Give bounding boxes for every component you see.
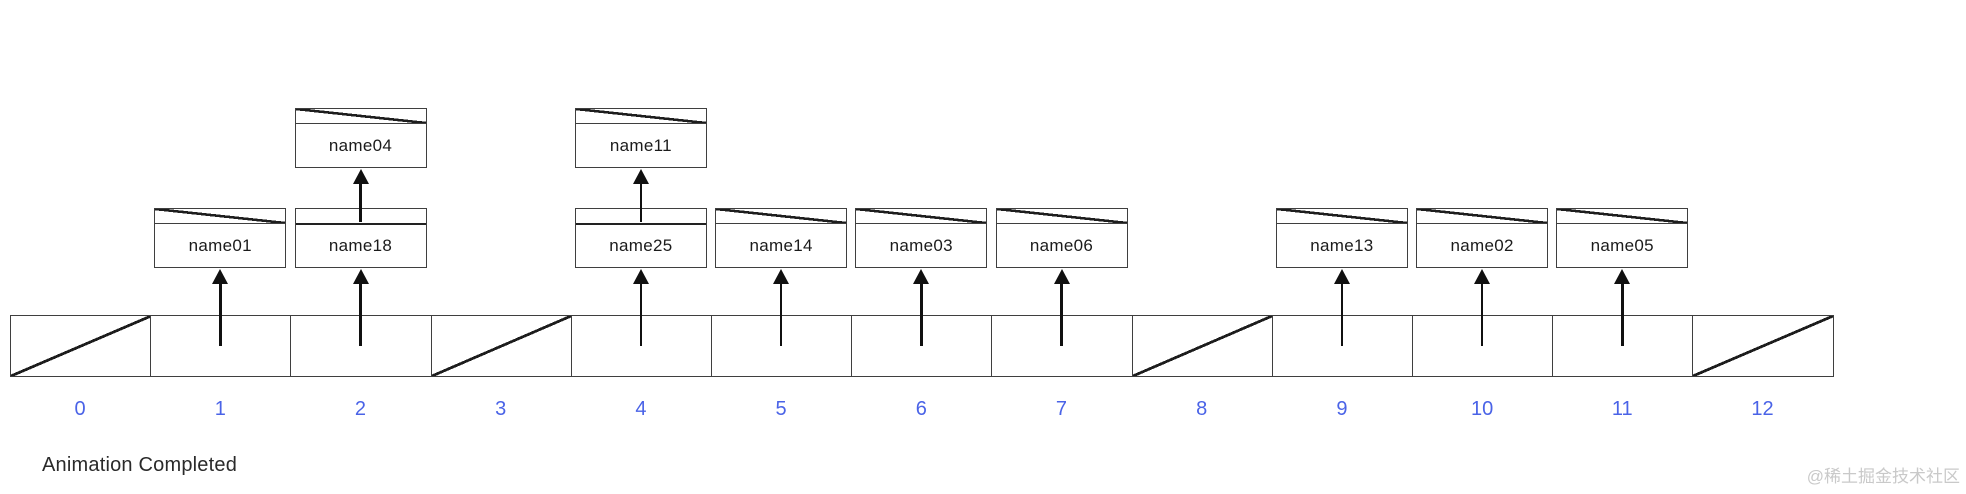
chain-node: name06 bbox=[995, 208, 1128, 268]
empty-bucket-slash bbox=[11, 316, 151, 376]
node-next-pointer-null bbox=[155, 209, 286, 224]
arrow-head-icon bbox=[352, 169, 369, 184]
arrow-head-icon bbox=[913, 269, 930, 284]
null-pointer-slash-icon bbox=[155, 209, 286, 223]
arrow-shaft bbox=[920, 284, 923, 346]
arrow-head-icon bbox=[352, 269, 369, 284]
bucket-to-node-arrow bbox=[1614, 269, 1631, 346]
node-next-pointer-null bbox=[856, 209, 987, 224]
node-key-label: name01 bbox=[188, 236, 252, 255]
null-pointer-slash-icon bbox=[716, 209, 847, 223]
chain-node: name03 bbox=[855, 208, 988, 268]
bucket-to-node-arrow bbox=[773, 269, 790, 346]
chain-node: name14 bbox=[715, 208, 848, 268]
bucket-cell-3 bbox=[430, 315, 573, 377]
bucket-index-label: 2 bbox=[354, 398, 367, 420]
node-key-label: name05 bbox=[1590, 236, 1654, 255]
chain-node: name18 bbox=[294, 208, 427, 268]
null-pointer-slash-icon bbox=[996, 209, 1127, 223]
bucket-cell-0 bbox=[10, 315, 152, 377]
chain-node: name04 bbox=[294, 108, 427, 168]
bucket-to-node-arrow bbox=[352, 269, 369, 346]
bucket-index-label: 5 bbox=[775, 398, 787, 420]
chain-node: name11 bbox=[574, 108, 707, 168]
empty-bucket-slash bbox=[431, 316, 572, 376]
arrow-shaft bbox=[219, 284, 222, 346]
arrow-head-icon bbox=[1053, 269, 1070, 284]
node-key-label: name02 bbox=[1450, 236, 1514, 255]
arrow-head-icon bbox=[1474, 269, 1491, 284]
bucket-index-label: 0 bbox=[74, 398, 86, 420]
node-key-label: name14 bbox=[749, 236, 813, 255]
node-next-pointer bbox=[295, 209, 426, 225]
node-next-pointer-null bbox=[575, 109, 706, 124]
bucket-index-label: 10 bbox=[1470, 398, 1494, 420]
null-pointer-slash-icon bbox=[1417, 209, 1548, 223]
arrow-shaft bbox=[359, 284, 362, 346]
node-next-pointer-null bbox=[1276, 209, 1407, 224]
node-next-pointer-null bbox=[1557, 209, 1688, 224]
arrow-shaft bbox=[639, 184, 643, 222]
bucket-index-label: 6 bbox=[915, 398, 927, 420]
status-text: Animation Completed bbox=[42, 454, 238, 476]
arrow-shaft bbox=[1621, 284, 1624, 346]
null-pointer-slash-icon bbox=[1557, 209, 1688, 223]
arrow-head-icon bbox=[1333, 269, 1350, 284]
node-next-pointer-null bbox=[295, 109, 426, 124]
arrow-shaft bbox=[779, 284, 783, 346]
bucket-index-label: 11 bbox=[1611, 398, 1633, 420]
null-pointer-slash-icon bbox=[1276, 209, 1407, 223]
arrow-shaft bbox=[639, 284, 643, 346]
chain-node: name02 bbox=[1416, 208, 1549, 268]
chain-node: name13 bbox=[1275, 208, 1408, 268]
bucket-index-label: 1 bbox=[214, 398, 226, 420]
arrow-shaft bbox=[1480, 284, 1484, 346]
empty-bucket-slash bbox=[1693, 316, 1834, 376]
chain-node: name01 bbox=[154, 208, 287, 268]
node-next-pointer-null bbox=[996, 209, 1127, 224]
bucket-index-label: 7 bbox=[1055, 398, 1068, 420]
chain-node: name05 bbox=[1556, 208, 1689, 268]
bucket-cell-8 bbox=[1131, 315, 1274, 377]
node-key-label: name18 bbox=[328, 236, 393, 255]
arrow-head-icon bbox=[1614, 269, 1631, 284]
node-key-label: name13 bbox=[1310, 236, 1374, 255]
bucket-to-node-arrow bbox=[212, 269, 229, 346]
node-key-label: name11 bbox=[609, 136, 672, 155]
arrow-head-icon bbox=[773, 269, 790, 284]
bucket-index-label: 8 bbox=[1196, 398, 1208, 420]
node-to-node-arrow bbox=[632, 169, 649, 222]
bucket-index-label: 12 bbox=[1751, 398, 1774, 420]
node-key-label: name03 bbox=[889, 236, 953, 255]
bucket-index-label: 3 bbox=[495, 398, 507, 420]
node-next-pointer-null bbox=[1417, 209, 1548, 224]
arrow-shaft bbox=[1060, 284, 1063, 346]
null-pointer-slash-icon bbox=[856, 209, 987, 223]
bucket-to-node-arrow bbox=[913, 269, 930, 346]
bucket-cell-12 bbox=[1692, 315, 1835, 377]
node-key-label: name25 bbox=[609, 236, 673, 255]
empty-bucket-slash bbox=[1132, 316, 1273, 376]
bucket-index-label: 9 bbox=[1336, 398, 1348, 420]
watermark-text: @稀土掘金技术社区 bbox=[1806, 467, 1960, 486]
bucket-to-node-arrow bbox=[1333, 269, 1350, 346]
null-pointer-slash-icon bbox=[295, 109, 426, 123]
arrow-shaft bbox=[1340, 284, 1344, 346]
arrow-head-icon bbox=[212, 269, 229, 284]
arrow-shaft bbox=[359, 184, 362, 222]
bucket-to-node-arrow bbox=[632, 269, 649, 346]
node-key-label: name06 bbox=[1029, 236, 1094, 255]
node-next-pointer bbox=[575, 209, 706, 225]
null-pointer-slash-icon bbox=[575, 109, 706, 123]
arrow-head-icon bbox=[632, 169, 649, 184]
node-to-node-arrow bbox=[352, 169, 369, 222]
arrow-head-icon bbox=[632, 269, 649, 284]
bucket-index-label: 4 bbox=[635, 398, 647, 420]
bucket-to-node-arrow bbox=[1053, 269, 1070, 346]
node-next-pointer-null bbox=[716, 209, 847, 224]
bucket-to-node-arrow bbox=[1474, 269, 1491, 346]
node-key-label: name04 bbox=[328, 136, 393, 155]
